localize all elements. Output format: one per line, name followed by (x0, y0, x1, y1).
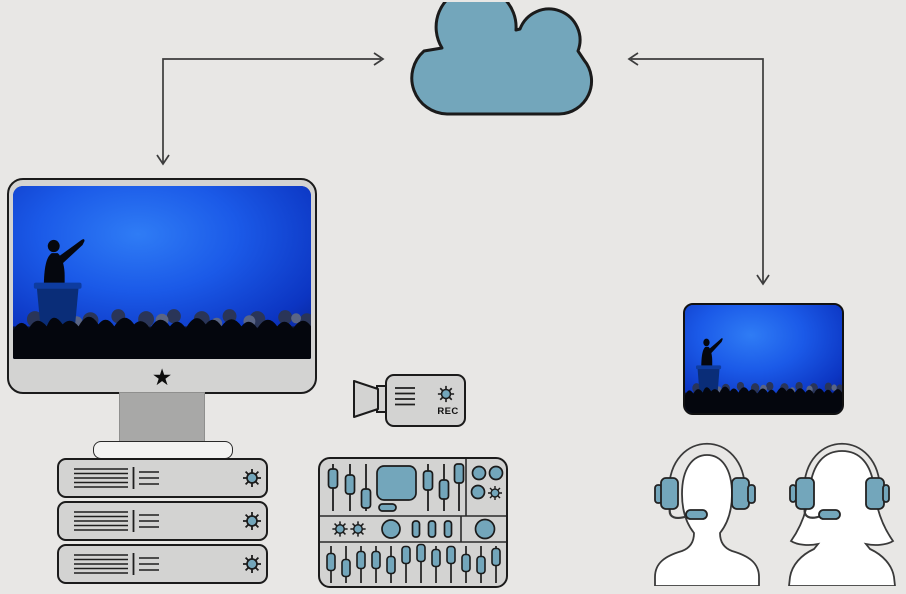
mixer-fader (422, 470, 434, 491)
mic-boom-icon (668, 507, 689, 519)
mixer-fader (446, 545, 456, 565)
mixer-fader (327, 468, 339, 489)
mixer-fader (476, 555, 486, 575)
star-icon: ★ (151, 364, 173, 390)
mixer-screen (376, 465, 417, 501)
person-silhouette (654, 454, 760, 586)
mixer-fader (438, 479, 450, 500)
headset-icon (789, 477, 890, 520)
person-silhouette (788, 450, 896, 586)
mixer-button (427, 520, 437, 538)
camera-lens (353, 380, 387, 418)
mixer-knob (470, 484, 486, 500)
mixer-fader (461, 553, 471, 573)
viewer-scene (685, 305, 842, 413)
mixer-bottom-row (330, 546, 497, 583)
mixer-fader (491, 547, 501, 567)
mic-icon (685, 509, 708, 520)
server-unit (57, 458, 268, 498)
mixer-button (378, 503, 397, 512)
mixer-fader (416, 543, 426, 563)
monitor-screen (13, 186, 311, 359)
server-led-icon (242, 468, 262, 488)
mixer-fader (431, 548, 441, 568)
camera-record-led-icon (437, 385, 455, 403)
headset-icon (654, 477, 756, 520)
viewer-screen (683, 303, 844, 415)
video-camera: REC (385, 374, 466, 427)
mixer-button (443, 520, 453, 538)
server-unit (57, 501, 268, 541)
mixer-led-icon (349, 520, 367, 538)
mixer-knob (471, 465, 487, 481)
mixer-led-icon (331, 520, 349, 538)
mic-boom-icon (803, 507, 822, 519)
mixer-fader (341, 558, 351, 578)
headband-icon (803, 443, 881, 492)
monitor-stand-base (93, 441, 233, 459)
studio-monitor: ★ (7, 178, 317, 394)
mixer-fader (386, 555, 396, 575)
mixer-knob (474, 518, 496, 540)
monitor-stand-neck (119, 392, 205, 442)
uplink-arrow (156, 52, 385, 166)
mixer-knob (488, 465, 504, 481)
mic-icon (818, 509, 841, 520)
headband-icon (668, 443, 746, 492)
server-unit (57, 544, 268, 584)
mixer-fader (360, 488, 372, 509)
camera-vent-lines (395, 387, 415, 406)
mixer-fader (326, 552, 336, 572)
monitor-scene (13, 186, 311, 359)
operator-male (654, 443, 760, 586)
cloud-icon (410, 2, 594, 116)
operator-female (788, 443, 896, 586)
mixer-button (411, 520, 421, 538)
server-led-icon (242, 511, 262, 531)
server-led-icon (242, 554, 262, 574)
camera-rec-label: REC (437, 406, 459, 417)
mixer-knob (381, 519, 401, 539)
mixer-led-icon (487, 485, 503, 501)
mixer-fader (356, 550, 366, 570)
mixer-fader (453, 463, 465, 484)
mixer-fader (344, 474, 356, 495)
audio-mixer (318, 457, 508, 588)
mixer-fader (371, 550, 381, 570)
mixer-fader (401, 545, 411, 565)
downlink-arrow (627, 52, 770, 286)
